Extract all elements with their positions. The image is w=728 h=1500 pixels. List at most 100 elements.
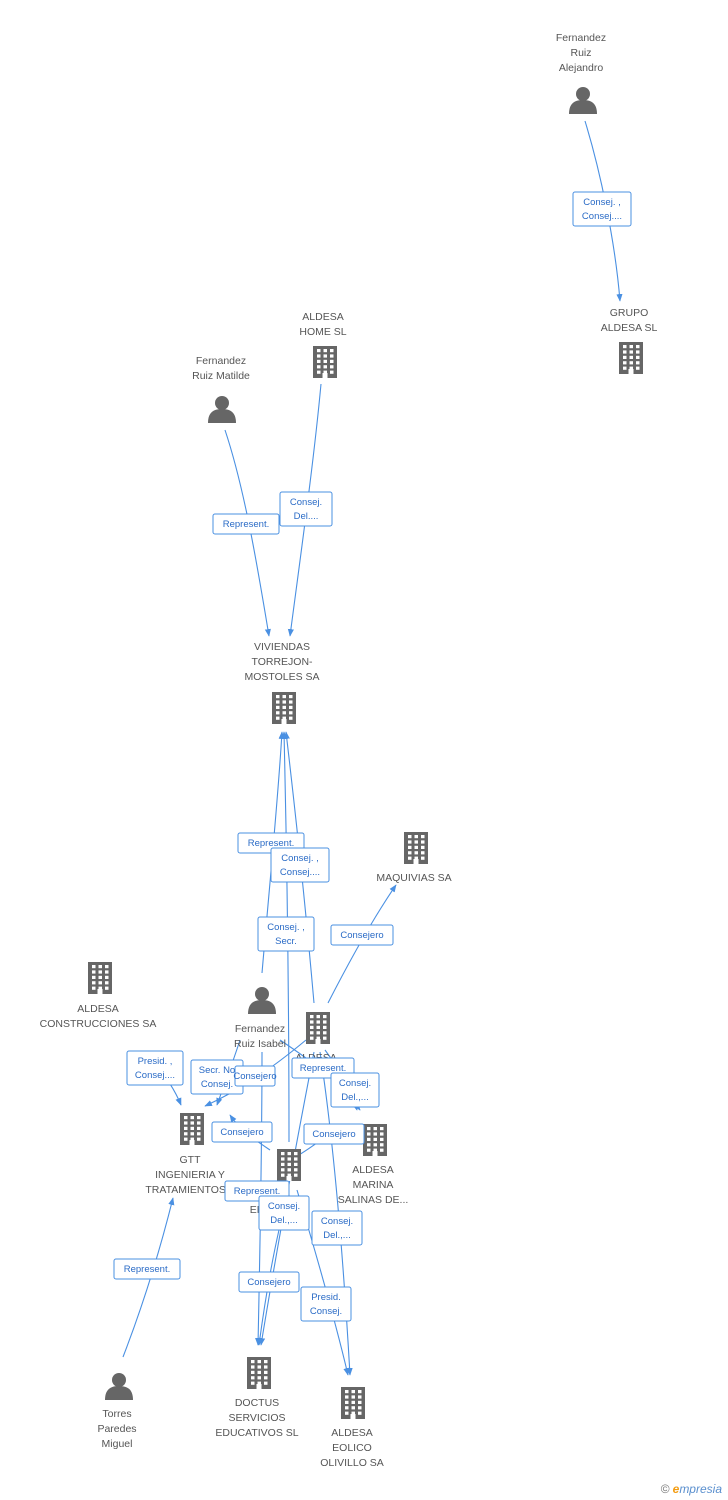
node-label-fernandez-ruiz-isabel: Ruiz Isabel: [234, 1038, 286, 1050]
edge-label-aldesa-em-to-gtt[interactable]: Consejero: [211, 1121, 273, 1143]
node-label-aldesa-marina: MARINA: [353, 1179, 394, 1191]
node-aldesa-construcciones[interactable]: ALDESA CONSTRUCCIONES SA: [40, 962, 157, 1030]
node-label-doctus: DOCTUS: [235, 1397, 279, 1409]
building-icon[interactable]: [619, 342, 643, 374]
building-icon[interactable]: [277, 1149, 301, 1181]
node-label-torres-paredes: Torres: [102, 1408, 131, 1420]
person-icon[interactable]: [208, 396, 236, 423]
edge-label-aldesa-em-to-aldesa-marina[interactable]: Consejero: [303, 1123, 365, 1145]
node-label-aldesa-marina: SALINAS DE...: [338, 1194, 409, 1206]
building-icon[interactable]: [272, 692, 296, 724]
edge-label-torres-paredes-to-gtt[interactable]: Represent.: [113, 1258, 181, 1280]
building-icon[interactable]: [306, 1012, 330, 1044]
edge-label-fernandez-ruiz-alejandro-to-grupo-aldesa[interactable]: Consej. , Consej....: [572, 191, 632, 227]
edge-label-line: Presid.: [311, 1292, 341, 1303]
node-label-aldesa-eolico: ALDESA: [331, 1427, 372, 1439]
edge-label-line: Del....: [294, 511, 319, 522]
building-icon[interactable]: [341, 1387, 365, 1419]
edge-label-line: Consej.: [268, 1201, 300, 1212]
edge-label-line: Consej. ,: [583, 197, 621, 208]
edge-label-fernandez-ruiz-isabel-to-gtt[interactable]: Secr. No Consej.: [190, 1059, 244, 1095]
building-icon[interactable]: [363, 1124, 387, 1156]
person-icon[interactable]: [105, 1373, 133, 1400]
edge-label-line: Represent.: [234, 1186, 280, 1197]
edge-label-line: Consej.: [201, 1079, 233, 1090]
edge-label-line: Del.,...: [323, 1230, 350, 1241]
edge-label-aldesa-con-to-doctus[interactable]: Consej. Del.,...: [258, 1195, 310, 1231]
edge-labels-layer: Consej. ,Consej....Represent.Consej.Del.…: [113, 191, 632, 1322]
building-icon[interactable]: [404, 832, 428, 864]
copyright-symbol: ©: [660, 1482, 670, 1496]
footer-brand: ©empresia: [661, 1482, 722, 1496]
edge-label-aldesa-con-to-aldesa-eolico[interactable]: Consej. Del.,...: [311, 1210, 363, 1246]
edge-label-aldesa-em-to-viviendas-torrejon[interactable]: Consej. ,Secr.: [257, 916, 315, 952]
edge-label-aldesa-con-to-aldesa-marina[interactable]: Consej. Del.,...: [330, 1072, 380, 1108]
edge-label-line: Del.,...: [341, 1092, 368, 1103]
node-label-maquivias: MAQUIVIAS SA: [376, 872, 451, 884]
edge-label-line: Consej.: [310, 1306, 342, 1317]
building-icon[interactable]: [88, 962, 112, 994]
brand-logo[interactable]: empresia: [673, 1482, 722, 1496]
edge-label-line: Consej.: [321, 1216, 353, 1227]
edge-label-aldesa-home-to-viviendas-torrejon[interactable]: Consej. Del....: [279, 491, 333, 527]
node-label-gtt: INGENIERIA Y: [155, 1169, 225, 1181]
brand-name: mpresia: [679, 1482, 722, 1496]
edge-label-aldesa-con-to-maquivias[interactable]: Consejero: [330, 924, 394, 946]
brand-initial: e: [672, 1482, 680, 1496]
node-label-aldesa-marina: ALDESA: [352, 1164, 393, 1176]
edge-label-line: Represent.: [248, 838, 294, 849]
edge-label-aldesa-em-to-doctus[interactable]: Consejero: [238, 1271, 300, 1293]
node-label-grupo-aldesa: ALDESA SL: [601, 322, 658, 334]
edge-label-fernandez-ruiz-matilde-to-viviendas-torrejon[interactable]: Represent.: [212, 513, 280, 535]
node-label-gtt: GTT: [180, 1154, 202, 1166]
building-icon[interactable]: [247, 1357, 271, 1389]
edge-label-aldesa-con-to-gtt[interactable]: Consejero: [233, 1065, 277, 1087]
node-label-viviendas-torrejon: VIVIENDAS: [254, 641, 310, 653]
edge-label-aldesa-construcciones-to-gtt[interactable]: Presid. ,Consej....: [126, 1050, 184, 1086]
edge-label-line: Consej. ,: [267, 922, 305, 933]
person-icon[interactable]: [569, 87, 597, 114]
edge-label-line: Consej....: [582, 211, 622, 222]
building-icon[interactable]: [313, 346, 337, 378]
node-label-fernandez-ruiz-isabel: Fernandez: [235, 1023, 285, 1035]
building-icon[interactable]: [180, 1113, 204, 1145]
node-label-aldesa-construcciones: ALDESA: [77, 1003, 118, 1015]
node-label-aldesa-home: ALDESA: [302, 311, 343, 323]
node-label-fernandez-ruiz-matilde: Fernandez: [196, 355, 246, 367]
node-label-fernandez-ruiz-alejandro: Ruiz: [570, 47, 591, 59]
node-gtt[interactable]: GTT INGENIERIA Y TRATAMIENTOS...: [145, 1113, 235, 1196]
edge-label-line: Consejero: [312, 1129, 355, 1140]
person-icon[interactable]: [248, 987, 276, 1014]
edge-label-line: Secr. No: [199, 1065, 235, 1076]
edge-label-line: Consejero: [233, 1071, 276, 1082]
edge-label-line: Consejero: [220, 1127, 263, 1138]
edge-label-line: Consej.: [339, 1078, 371, 1089]
edge-label-aldesa-con-to-viviendas-torrejon[interactable]: Consej. ,Consej....: [270, 847, 330, 883]
node-label-aldesa-construcciones: CONSTRUCCIONES SA: [40, 1018, 157, 1030]
edge-label-line: Consejero: [247, 1277, 290, 1288]
edge-label-line: Del.,...: [270, 1215, 297, 1226]
node-label-fernandez-ruiz-matilde: Ruiz Matilde: [192, 370, 250, 382]
edge-label-aldesa-em-to-aldesa-eolico[interactable]: Presid. Consej.: [300, 1286, 352, 1322]
edge-label-line: Represent.: [223, 519, 269, 530]
edge-label-line: Represent.: [124, 1264, 170, 1275]
node-label-doctus: EDUCATIVOS SL: [215, 1427, 298, 1439]
node-label-viviendas-torrejon: TORREJON-: [251, 656, 313, 668]
node-label-gtt: TRATAMIENTOS...: [145, 1184, 234, 1196]
node-label-fernandez-ruiz-alejandro: Fernandez: [556, 32, 606, 44]
node-aldesa-marina[interactable]: ALDESA MARINA SALINAS DE...: [338, 1124, 409, 1206]
node-label-torres-paredes: Paredes: [97, 1423, 136, 1435]
node-maquivias[interactable]: MAQUIVIAS SA: [376, 832, 452, 884]
edge-label-line: Consej.: [290, 497, 322, 508]
